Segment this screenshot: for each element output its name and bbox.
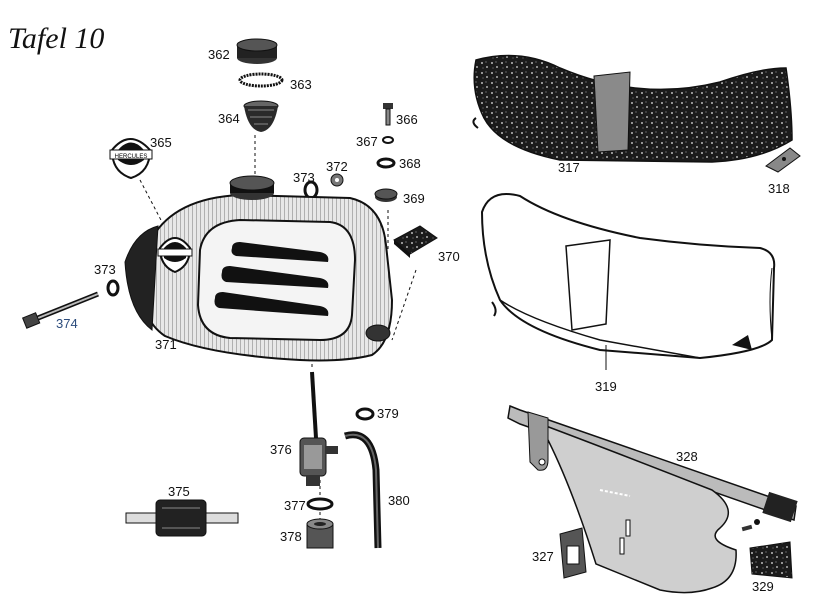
label-373-top: 373 xyxy=(293,170,315,185)
part-378-nut xyxy=(306,518,334,549)
leader-lines xyxy=(139,135,417,520)
part-319-seat xyxy=(480,193,776,370)
label-378: 378 xyxy=(280,529,302,544)
label-327: 327 xyxy=(532,549,554,564)
label-377: 377 xyxy=(284,498,306,513)
label-362: 362 xyxy=(208,47,230,62)
part-369-rubber xyxy=(374,188,398,202)
label-374: 374 xyxy=(56,316,78,331)
part-364-strainer xyxy=(243,100,279,132)
part-371-fuel-tank xyxy=(124,175,394,362)
part-367-washer xyxy=(382,136,394,144)
part-362-cap xyxy=(236,38,278,64)
part-373-washer-left xyxy=(106,279,120,297)
label-328: 328 xyxy=(676,449,698,464)
label-368: 368 xyxy=(399,156,421,171)
emblem-text: HERCULES xyxy=(115,154,148,160)
part-318-bracket xyxy=(765,147,801,173)
label-365: 365 xyxy=(150,135,172,150)
label-319: 319 xyxy=(595,379,617,394)
part-365-emblem: HERCULES xyxy=(109,138,153,180)
part-376-fuel-tap xyxy=(299,371,338,486)
part-329-end-cap xyxy=(749,541,793,579)
part-328-screw xyxy=(741,519,760,532)
part-317-seat-cover xyxy=(472,54,793,163)
label-329: 329 xyxy=(752,579,774,594)
part-368-washer xyxy=(376,157,396,169)
part-370-pad xyxy=(393,225,438,258)
label-376: 376 xyxy=(270,442,292,457)
part-379-clip xyxy=(355,407,375,421)
label-379: 379 xyxy=(377,406,399,421)
label-318: 318 xyxy=(768,181,790,196)
label-380: 380 xyxy=(388,493,410,508)
label-366: 366 xyxy=(396,112,418,127)
label-373-left: 373 xyxy=(94,262,116,277)
label-363: 363 xyxy=(290,77,312,92)
label-364: 364 xyxy=(218,111,240,126)
page-title: Tafel 10 xyxy=(8,22,105,55)
label-367: 367 xyxy=(356,134,378,149)
part-328-chain-guard xyxy=(507,404,798,594)
part-380-hose-highlight xyxy=(344,433,379,549)
label-369: 369 xyxy=(403,191,425,206)
label-370: 370 xyxy=(438,249,460,264)
label-375: 375 xyxy=(168,484,190,499)
label-317: 317 xyxy=(558,160,580,175)
label-371: 371 xyxy=(155,337,177,352)
part-374-long-bolt xyxy=(21,291,99,329)
part-366-bolt xyxy=(383,103,393,126)
part-375-fuel-filter xyxy=(125,499,239,537)
part-327-clamp xyxy=(559,527,587,579)
part-377-washer xyxy=(306,497,334,511)
part-372-nut xyxy=(330,173,344,187)
part-363-gasket xyxy=(238,72,284,88)
label-372: 372 xyxy=(326,159,348,174)
